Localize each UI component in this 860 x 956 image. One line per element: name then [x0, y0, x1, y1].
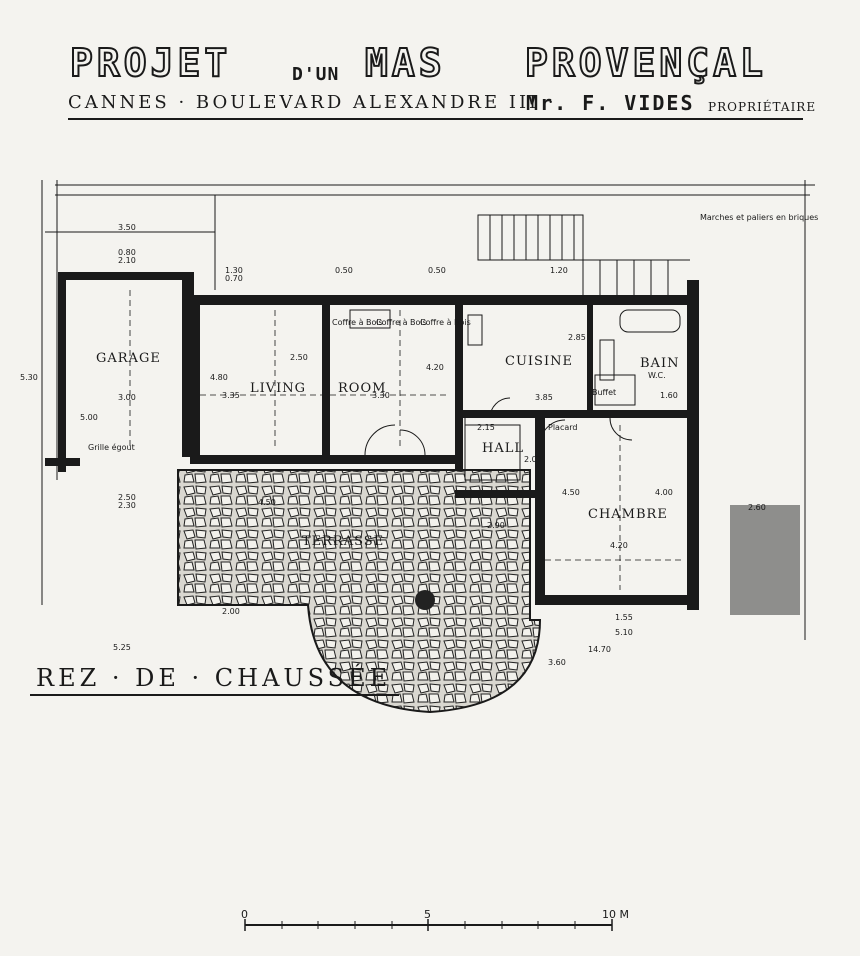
title-dun: D'UN: [292, 64, 340, 85]
dim-label: 2.30: [118, 501, 136, 510]
dim-label: 2.90: [487, 521, 505, 530]
dim-label: 3.85: [535, 393, 553, 402]
fountain: [415, 590, 435, 610]
dim-label: 1.30: [225, 266, 243, 275]
dim-label: 0.80: [118, 248, 136, 257]
dim-label: 3.30: [372, 391, 390, 400]
room-living: LIVING: [250, 381, 306, 396]
terrace-paving: [177, 469, 542, 714]
scale-zero: 0: [241, 908, 248, 921]
house-walls: [190, 280, 699, 610]
dim-label: 1.60: [660, 391, 678, 400]
scale-ten: 10 M: [602, 908, 629, 921]
plan-title: PROJET D'UN MAS PROVENÇAL: [69, 40, 805, 86]
dimension-lines: [129, 290, 685, 590]
dim-label: 0.50: [335, 266, 353, 275]
dim-label: 2.10: [118, 256, 136, 265]
dim-label: 4.00: [655, 488, 673, 497]
scale-bar: [244, 919, 613, 931]
dim-label: 4.50: [258, 498, 276, 507]
subtitle-role: PROPRIÉTAIRE: [708, 100, 817, 114]
dim-label: 1.55: [615, 613, 633, 622]
dim-label: 4.20: [610, 541, 628, 550]
dim-label: 2.15: [477, 423, 495, 432]
dim-label: 2.60: [748, 503, 766, 512]
dim-label: 2.00: [524, 455, 542, 464]
room-terrasse: TERRASSE: [302, 534, 384, 549]
dim-label: 4.80: [210, 373, 228, 382]
room-room: ROOM: [338, 381, 386, 396]
dim-label: 0.50: [428, 266, 446, 275]
entrance-stairs: [477, 214, 690, 295]
room-chambre: CHAMBRE: [588, 507, 668, 522]
site-boundary-lines: [41, 180, 815, 640]
title-projet: PROJET: [69, 40, 232, 86]
garage-walls: [45, 272, 194, 472]
dim-label: 2.50: [118, 493, 136, 502]
dim-label: 1.20: [550, 266, 568, 275]
dim-label: 2.85: [568, 333, 586, 342]
fixtures: [349, 309, 681, 481]
note-grille: Grille égout: [88, 442, 135, 452]
dim-label: 14.70: [588, 645, 611, 654]
note-coffre-2: Coffre à Bois: [376, 318, 427, 327]
room-garage: GARAGE: [96, 351, 161, 366]
note-coffre-3: Coffre à Bois: [420, 318, 471, 327]
dim-label: 2.50: [290, 353, 308, 362]
plan-subtitle: CANNES · BOULEVARD ALEXANDRE III · Mr. F…: [68, 88, 815, 120]
room-hall: HALL: [482, 441, 524, 456]
dim-label: 2.00: [222, 607, 240, 616]
note-marches: Marches et paliers en briques: [700, 213, 818, 222]
note-buffet: Buffet: [592, 388, 616, 397]
dim-label: 3.60: [548, 658, 566, 667]
dimension-labels: 3.50 0.80 2.10 3.00 1.30 0.70 0.50 0.50 …: [20, 223, 766, 667]
exterior-shading: [730, 505, 800, 615]
note-wc: W.C.: [648, 371, 666, 380]
dim-label: 0.70: [225, 274, 243, 283]
note-coffre-1: Coffre à Bois: [332, 318, 383, 327]
dim-label: 4.20: [426, 363, 444, 372]
dim-label: 3.35: [222, 391, 240, 400]
dim-label: 5.00: [80, 413, 98, 422]
room-bain: BAIN: [640, 356, 679, 371]
scale-five: 5: [424, 908, 431, 921]
title-mas: MAS: [364, 40, 446, 86]
subtitle-owner: Mr. F. VIDES: [526, 91, 695, 115]
dim-label: 5.10: [615, 628, 633, 637]
dim-label: 3.50: [118, 223, 136, 232]
subtitle-location: CANNES · BOULEVARD ALEXANDRE III ·: [68, 92, 557, 113]
dim-label: 4.50: [562, 488, 580, 497]
dim-label: 5.25: [113, 643, 131, 652]
dim-label: 3.00: [118, 393, 136, 402]
dim-label: 5.30: [20, 373, 38, 382]
room-cuisine: CUISINE: [505, 354, 573, 369]
plan-level-label: REZ · DE · CHAUSSÉE: [30, 664, 400, 696]
note-placard: Placard: [548, 423, 577, 432]
title-provencal: PROVENÇAL: [524, 40, 767, 86]
